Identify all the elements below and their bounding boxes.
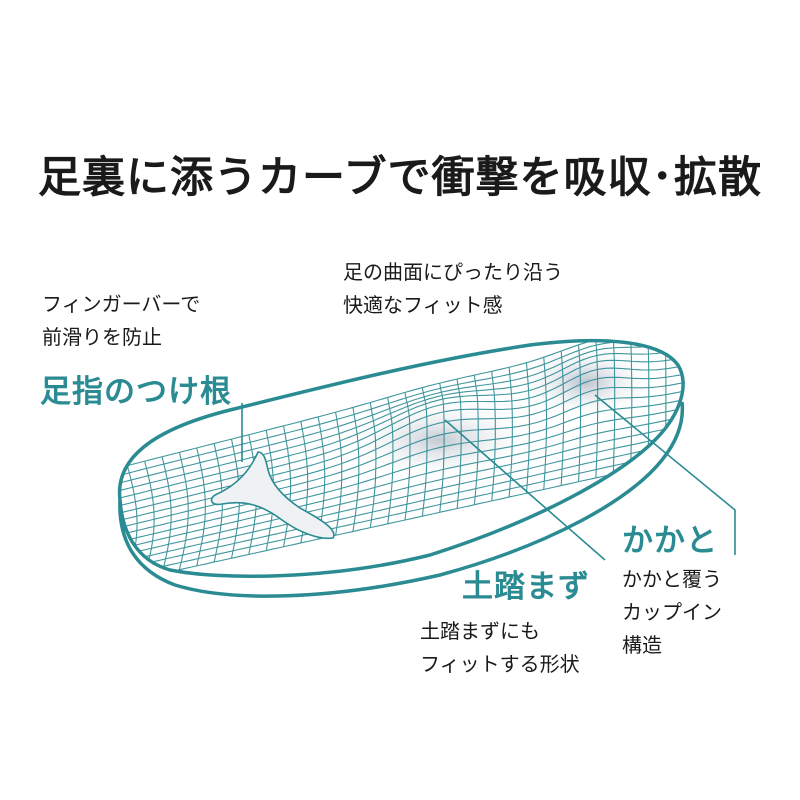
arch-line-2: フィットする形状 [420, 652, 580, 676]
mesh-line-long [119, 446, 684, 577]
mesh-line-long [119, 437, 684, 572]
arch-description: 土踏まずにも フィットする形状 [420, 615, 580, 681]
mesh-line-cross [664, 340, 667, 463]
toe-base-description: フィンガーバーで 前滑りを防止 [42, 288, 200, 354]
mesh-line-long [119, 403, 684, 543]
surface-fit-line-2: 快適なフィット感 [343, 293, 503, 317]
leader-lines [241, 394, 736, 561]
surface-fit-line-1: 足の曲面にぴったり沿う [343, 260, 563, 284]
mesh-line-long [119, 454, 684, 577]
surface-fit-description: 足の曲面にぴったり沿う 快適なフィット感 [343, 256, 563, 322]
mesh-line-long [119, 340, 684, 478]
mesh-line-long [119, 420, 684, 557]
heel-line-2: カップイン [622, 600, 722, 624]
mesh-line-long [119, 395, 684, 536]
page-title: 足裏に添うカーブで衝撃を吸収･拡散 [38, 153, 762, 203]
toe-base-line-2: 前滑りを防止 [42, 325, 162, 349]
mesh-line-long [119, 429, 684, 564]
heel-line-3: 構造 [622, 633, 662, 657]
mesh-line-long [119, 361, 684, 507]
arch-line-1: 土踏まずにも [420, 619, 540, 643]
heel-line-1: かかと覆う [622, 567, 722, 591]
mesh-line-long [119, 412, 684, 550]
mesh-line-long [119, 344, 684, 493]
toe-base-heading: 足指のつけ根 [40, 374, 232, 410]
heel-description: かかと覆う カップイン 構造 [622, 563, 722, 662]
arch-heading: 土踏まず [462, 569, 590, 605]
mesh-line-long [119, 353, 684, 500]
insole-mesh [119, 340, 684, 577]
mesh-line-long [119, 369, 684, 514]
insole-outline [117, 338, 685, 578]
finger-bar [210, 451, 335, 540]
toe-base-line-1: フィンガーバーで [42, 292, 201, 316]
insole-side-wall [118, 401, 685, 598]
mesh-line-long [119, 340, 684, 485]
leader-heel [594, 394, 736, 555]
mesh-line-long [119, 340, 684, 471]
leader-arch [444, 419, 606, 561]
heel-heading: かかと [622, 523, 718, 559]
